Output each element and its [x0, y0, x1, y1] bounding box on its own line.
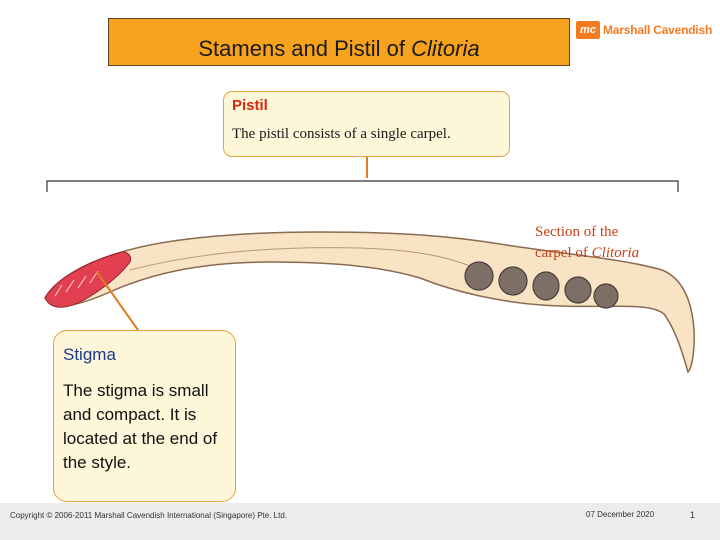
- section-label: Section of the carpel of Clitoria: [535, 222, 639, 264]
- title-box: Stamens and Pistil of Clitoria: [108, 18, 570, 66]
- bracket-line: [46, 180, 679, 192]
- ovule: [498, 266, 528, 296]
- stigma-connector: [96, 271, 139, 331]
- ovules: [464, 261, 619, 309]
- stigma-description: The stigma is small and compact. It is l…: [63, 381, 218, 472]
- marshall-cavendish-logo: mc Marshall Cavendish: [576, 20, 712, 40]
- ovule: [593, 283, 619, 309]
- stylar-canal: [129, 247, 471, 271]
- footer: Copyright © 2006-2011 Marshall Cavendish…: [0, 503, 720, 540]
- ovule: [564, 276, 592, 304]
- footer-date: 07 December 2020: [586, 510, 655, 519]
- copyright-text: Copyright © 2006-2011 Marshall Cavendish…: [10, 511, 288, 520]
- section-label-prefix: carpel of: [535, 245, 592, 261]
- title-prefix: Stamens and Pistil of: [198, 36, 412, 61]
- stigma-heading: Stigma: [63, 345, 116, 364]
- pistil-heading: Pistil: [232, 97, 268, 114]
- section-label-italic: Clitoria: [591, 245, 640, 261]
- logo-text: Marshall Cavendish: [603, 23, 713, 37]
- mc-logo-icon: mc: [576, 21, 600, 39]
- ovule: [464, 261, 494, 291]
- section-label-line2: carpel of Clitoria: [535, 243, 639, 264]
- page-title: Stamens and Pistil of Clitoria: [109, 36, 569, 62]
- pistil-callout: Pistil The pistil consists of a single c…: [223, 91, 510, 157]
- stigma-tip: [44, 251, 131, 308]
- section-label-line1: Section of the: [535, 224, 619, 240]
- stigma-hairs: [54, 270, 99, 297]
- stigma-callout: Stigma The stigma is small and compact. …: [53, 330, 236, 502]
- carpel-outline: [44, 231, 695, 374]
- title-italic: Clitoria: [411, 36, 480, 61]
- pistil-description: The pistil consists of a single carpel.: [232, 126, 451, 142]
- page-number: 1: [690, 510, 696, 520]
- ovule: [532, 271, 560, 301]
